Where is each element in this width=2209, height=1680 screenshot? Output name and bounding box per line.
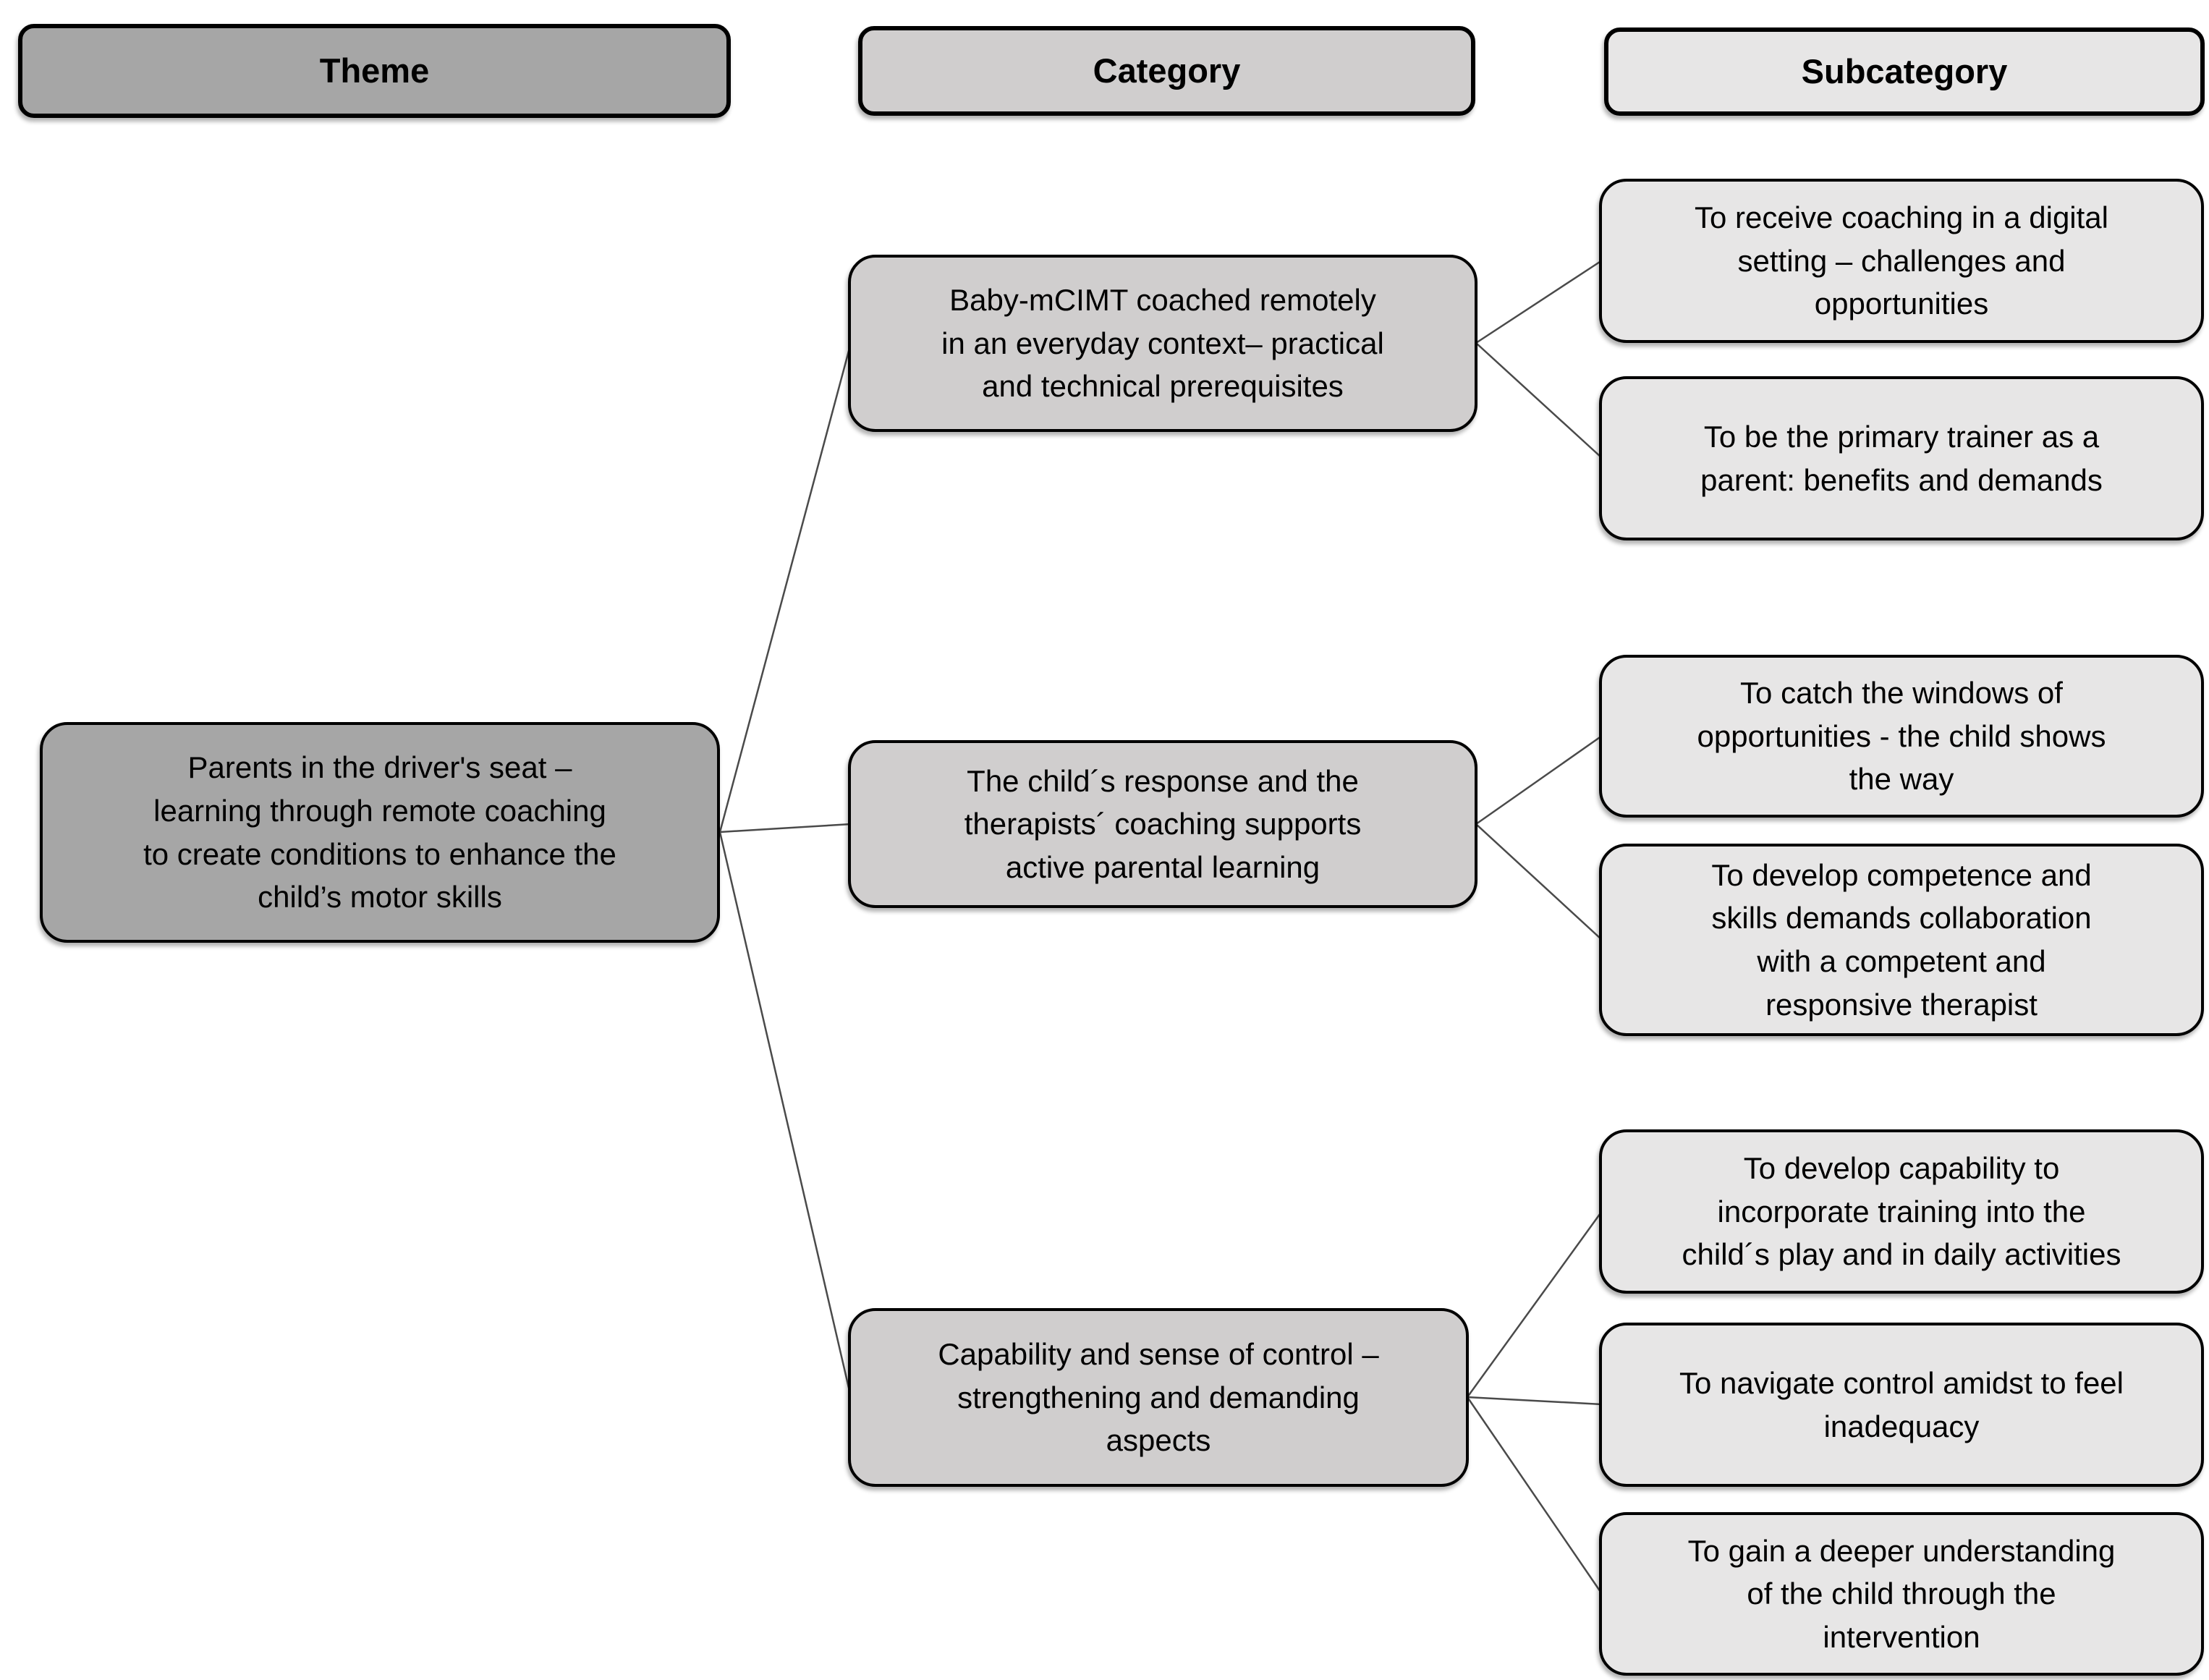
subcategory-box-3-3: To gain a deeper understanding of the ch…: [1599, 1512, 2204, 1676]
subcategory-column-header-label: Subcategory: [1801, 51, 2008, 90]
theme-column-header: Theme: [18, 24, 731, 118]
connector-line-theme-cat2: [719, 823, 852, 833]
category-box-3-label: Capability and sense of control – streng…: [938, 1337, 1379, 1458]
connector-line-cat1-sub2: [1475, 342, 1603, 459]
subcategory-box-2-1-label: To catch the windows of opportunities - …: [1697, 676, 2106, 797]
subcategory-box-3-2-label: To navigate control amidst to feel inade…: [1679, 1365, 2124, 1443]
connector-line-cat2-sub1: [1475, 734, 1603, 826]
connector-line-cat2-sub2: [1475, 823, 1603, 941]
subcategory-box-1-1: To receive coaching in a digital setting…: [1599, 179, 2204, 343]
connector-line-cat3-sub1: [1466, 1210, 1603, 1398]
connector-line-theme-cat1: [718, 342, 852, 833]
category-column-header-label: Category: [1093, 51, 1241, 90]
connector-line-cat3-sub3: [1466, 1396, 1603, 1595]
connector-line-cat3-sub2: [1467, 1396, 1603, 1406]
theme-box: Parents in the driver's seat – learning …: [40, 722, 720, 943]
subcategory-box-1-1-label: To receive coaching in a digital setting…: [1694, 200, 2108, 321]
theme-column-header-label: Theme: [319, 51, 430, 90]
subcategory-box-2-2-label: To develop competence and skills demands…: [1711, 857, 2092, 1022]
subcategory-box-3-2: To navigate control amidst to feel inade…: [1599, 1323, 2204, 1487]
category-box-2-label: The child´s response and the therapists´…: [964, 763, 1362, 884]
subcategory-box-3-1: To develop capability to incorporate tra…: [1599, 1129, 2204, 1294]
category-box-2: The child´s response and the therapists´…: [848, 740, 1477, 908]
subcategory-box-2-1: To catch the windows of opportunities - …: [1599, 655, 2204, 818]
category-box-3: Capability and sense of control – streng…: [848, 1308, 1469, 1487]
category-box-1: Baby-mCIMT coached remotely in an everyd…: [848, 255, 1477, 432]
subcategory-column-header: Subcategory: [1604, 27, 2205, 116]
category-box-1-label: Baby-mCIMT coached remotely in an everyd…: [941, 283, 1384, 404]
category-column-header: Category: [858, 26, 1475, 116]
subcategory-box-3-1-label: To develop capability to incorporate tra…: [1682, 1151, 2121, 1272]
connector-line-cat1-sub1: [1475, 259, 1603, 344]
subcategory-box-1-2: To be the primary trainer as a parent: b…: [1599, 376, 2204, 540]
theme-box-label: Parents in the driver's seat – learning …: [143, 750, 616, 915]
subcategory-box-1-2-label: To be the primary trainer as a parent: b…: [1700, 419, 2103, 497]
subcategory-box-3-3-label: To gain a deeper understanding of the ch…: [1687, 1533, 2116, 1654]
connector-line-theme-cat3: [718, 831, 852, 1398]
subcategory-box-2-2: To develop competence and skills demands…: [1599, 844, 2204, 1036]
